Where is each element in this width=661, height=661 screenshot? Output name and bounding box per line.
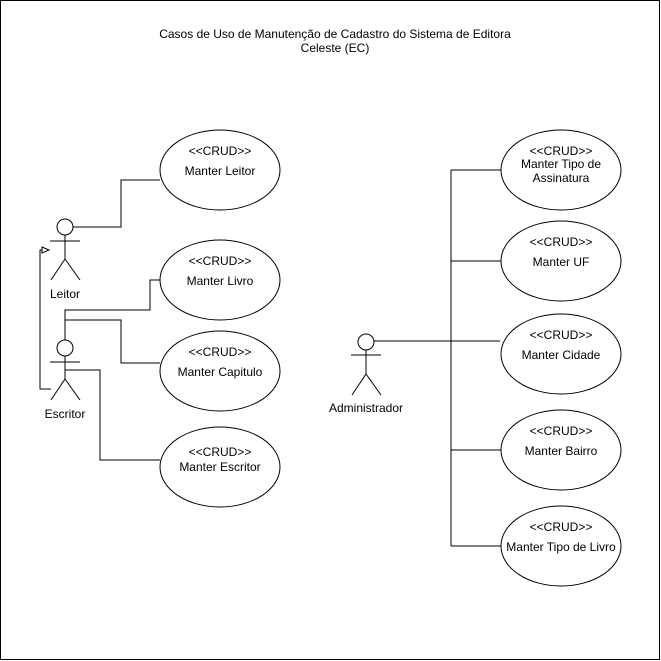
use-case-name: Manter UF <box>533 255 590 269</box>
generalization-arrowhead <box>41 246 51 254</box>
use-case-stereotype: <<CRUD>> <box>189 144 252 158</box>
use-case-stereotype: <<CRUD>> <box>530 235 593 249</box>
use-case-stereotype: <<CRUD>> <box>530 328 593 342</box>
use-case-manter-leitor[interactable]: <<CRUD>> Manter Leitor <box>159 129 281 211</box>
use-case-stereotype: <<CRUD>> <box>189 254 252 268</box>
actor-administrador[interactable] <box>351 333 382 396</box>
use-case-stereotype: <<CRUD>> <box>530 144 593 158</box>
use-case-name: Manter Livro <box>187 274 254 288</box>
use-case-name-line-1: Manter Tipo de <box>521 157 601 171</box>
use-case-manter-bairro[interactable]: <<CRUD>> Manter Bairro <box>500 409 622 491</box>
use-case-name: Manter Escritor <box>179 460 260 474</box>
use-case-manter-uf[interactable]: <<CRUD>> Manter UF <box>500 220 622 302</box>
diagram-title-line-2: Celeste (EC) <box>301 41 370 55</box>
use-case-manter-tipo-livro[interactable]: <<CRUD>> Manter Tipo de Livro <box>500 505 622 587</box>
actor-leitor-label: Leitor <box>50 287 80 301</box>
use-case-name: Manter Bairro <box>525 444 598 458</box>
use-case-stereotype: <<CRUD>> <box>530 424 593 438</box>
diagram-title-line-1: Casos de Uso de Manutenção de Cadastro d… <box>159 27 511 41</box>
use-case-manter-capitulo[interactable]: <<CRUD>> Manter Capitulo <box>159 330 281 412</box>
actor-administrador-label: Administrador <box>329 401 403 415</box>
assoc-escritor-manter-capitulo[interactable] <box>65 319 160 364</box>
actor-escritor-label: Escritor <box>45 407 86 421</box>
use-case-name: Manter Capitulo <box>178 365 263 379</box>
use-case-manter-livro[interactable]: <<CRUD>> Manter Livro <box>159 239 281 321</box>
use-case-name-line-2: Assinatura <box>533 171 590 185</box>
use-case-manter-cidade[interactable]: <<CRUD>> Manter Cidade <box>500 313 622 395</box>
use-case-name: Manter Leitor <box>185 164 256 178</box>
use-case-stereotype: <<CRUD>> <box>189 445 252 459</box>
use-case-manter-tipo-assinatura[interactable]: <<CRUD>> Manter Tipo de Assinatura <box>500 129 622 211</box>
use-case-name: Manter Cidade <box>522 348 601 362</box>
use-case-stereotype: <<CRUD>> <box>530 520 593 534</box>
actor-leitor[interactable] <box>50 218 81 281</box>
actor-escritor[interactable] <box>50 339 81 401</box>
assoc-leitor-manter-leitor[interactable] <box>73 179 160 228</box>
assoc-escritor-manter-escritor[interactable] <box>65 369 160 461</box>
use-case-stereotype: <<CRUD>> <box>189 345 252 359</box>
use-case-name: Manter Tipo de Livro <box>506 540 616 554</box>
generalization-escritor-leitor[interactable] <box>39 246 51 390</box>
associations <box>64 169 501 547</box>
use-case-manter-escritor[interactable]: <<CRUD>> Manter Escritor <box>159 426 281 508</box>
